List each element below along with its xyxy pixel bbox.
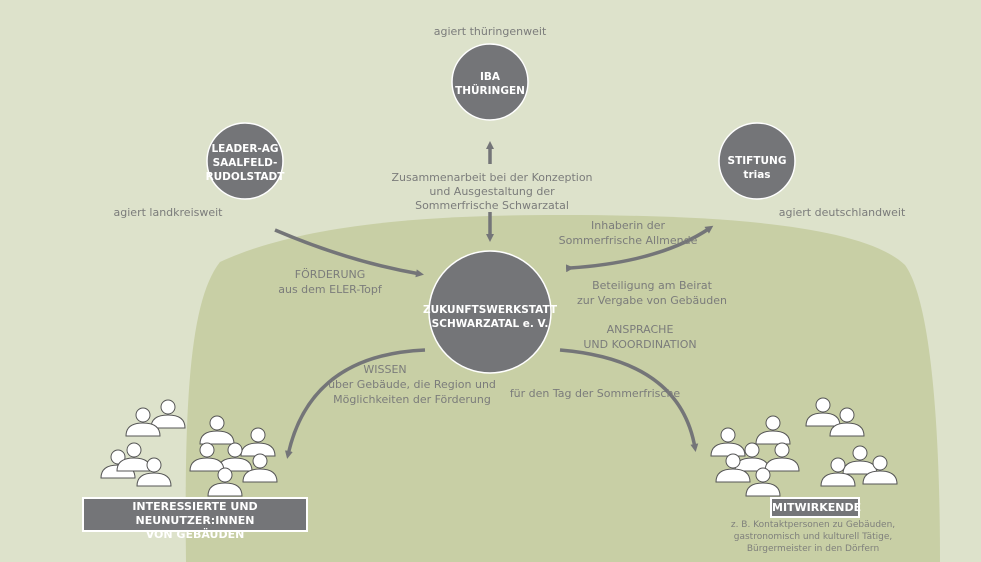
node-center: ZUKUNFTSWERKSTATT SCHWARZATAL e. V. [423,250,558,374]
leader-edge-title: FÖRDERUNG [295,268,366,281]
regional-area [185,215,940,562]
iba-edge-line-3: Sommerfrische Schwarzatal [415,199,569,212]
note-line-2: gastronomisch und kulturell Tätige, [733,532,893,542]
node-leader: LEADER-AG SAALFELD- RUDOLSTADT [206,122,286,200]
wissen-sub-2: Möglichkeiten der Förderung [333,393,491,406]
stiftung-title-2: trias [743,169,770,181]
iba-title-1: IBA [480,71,501,83]
person-icon [805,397,841,427]
leader-scope: agiert landkreisweit [114,206,224,219]
ansprache-title-2: UND KOORDINATION [583,338,696,351]
leader-title-2: SAALFELD- [213,157,278,169]
person-icon [125,407,161,437]
leader-title-3: RUDOLSTADT [206,171,286,183]
iba-scope: agiert thüringenweit [434,25,547,38]
arrow-center-to-stiftung [565,225,714,273]
person-icon [150,399,186,429]
center-title-2: SCHWARZATAL e. V. [432,318,549,330]
stiftung-title-1: STIFTUNG [728,155,787,167]
stiftung-edge-top-1: Inhaberin der [591,219,665,232]
ansprache-title-1: ANSPRACHE [607,323,674,336]
note-line-1: z. B. Kontaktpersonen zu Gebäuden, [730,520,896,530]
group-left-label-line-1: INTERESSIERTE UND NEUNUTZER:INNEN [132,500,258,527]
node-iba: IBA THÜRINGEN [451,43,529,121]
ansprache-sub: für den Tag der Sommerfrische [510,387,681,400]
person-icon [829,407,865,437]
stiftung-scope: agiert deutschlandweit [779,206,906,219]
person-icon [207,467,243,497]
arrow-wissen [284,348,426,459]
stiftung-edge-bottom-1: Beteiligung am Beirat [592,279,713,292]
group-left-label: INTERESSIERTE UND NEUNUTZER:INNEN VON GE… [82,497,308,541]
person-icon [136,457,172,487]
person-icon [710,427,746,457]
person-icon [242,453,278,483]
group-left-label-line-2: VON GEBÄUDEN [145,528,245,541]
person-icon [199,415,235,445]
arrow-leader-to-center [274,228,424,278]
stiftung-edge-top-2: Sommerfrische Allmende [559,234,698,247]
people-groups [100,397,898,497]
iba-title-2: THÜRINGEN [455,83,525,97]
group-right-label: MITWIRKENDE [770,497,861,518]
person-icon [116,442,152,472]
iba-edge-line-2: und Ausgestaltung der [429,185,555,198]
iba-edge-line-1: Zusammenarbeit bei der Konzeption [391,171,592,184]
person-icon [240,427,276,457]
leader-title-1: LEADER-AG [211,143,278,155]
center-title-1: ZUKUNFTSWERKSTATT [423,304,558,316]
arrows [274,141,714,459]
stiftung-edge-bottom-2: zur Vergabe von Gebäuden [577,294,727,307]
person-icon [734,442,770,472]
arrow-ansprache [559,348,699,452]
person-icon [820,457,856,487]
group-right-note: z. B. Kontaktpersonen zu Gebäuden, gastr… [713,519,913,555]
wissen-title: WISSEN [363,363,406,376]
person-icon [715,453,751,483]
person-icon [862,455,898,485]
wissen-sub-1: über Gebäude, die Region und [328,378,496,391]
note-line-3: Bürgermeister in den Dörfern [746,544,880,554]
person-icon [755,415,791,445]
person-icon [764,442,800,472]
node-stiftung: STIFTUNG trias [718,122,796,200]
person-icon [189,442,225,472]
leader-edge-sub: aus dem ELER-Topf [278,283,383,296]
person-icon [745,467,781,497]
